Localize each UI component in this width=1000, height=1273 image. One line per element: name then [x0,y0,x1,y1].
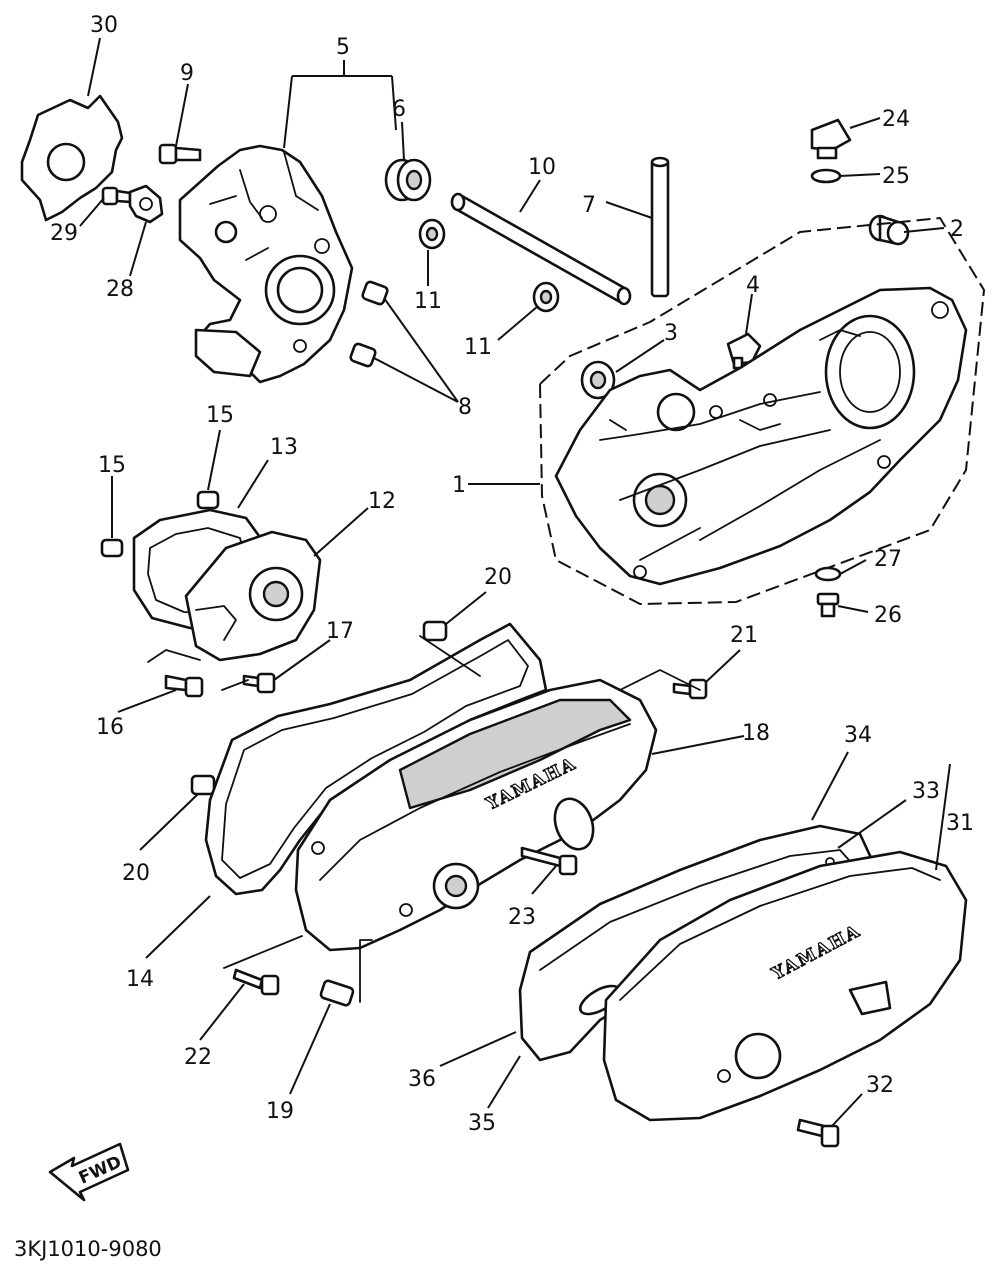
dowel-part-2 [868,214,910,246]
dowel-part-19 [319,979,355,1007]
seal-part-11-lower [532,281,560,313]
callout-12: 12 [368,489,396,514]
callout-20-left: 20 [122,861,150,886]
callout-33: 33 [912,779,940,804]
bolt-part-22 [232,968,280,996]
clamp-part-28 [128,184,164,224]
callout-7: 7 [582,193,596,218]
callout-23: 23 [508,905,536,930]
dowel-part-15-upper [196,490,220,510]
callout-32: 32 [866,1073,894,1098]
callout-28: 28 [106,277,134,302]
callout-17: 17 [326,619,354,644]
crankcase-right-part-1 [539,217,985,605]
callout-14: 14 [126,967,154,992]
callout-2: 2 [950,217,964,242]
bolt-part-32 [796,1118,840,1148]
dowel-part-20-left [190,774,216,796]
callout-19: 19 [266,1099,294,1124]
callout-36: 36 [408,1067,436,1092]
leader-lines [79,37,951,1127]
bolt-part-23 [520,846,578,876]
dowel-part-15-left [100,538,124,558]
dowel-part-20-upper [422,620,448,642]
callout-34: 34 [844,723,872,748]
cover-part-12 [184,530,322,662]
callout-5: 5 [336,35,350,60]
dowel-pin-part-8 [349,280,389,368]
part-code: 3KJ1010-9080 [14,1237,162,1261]
callout-22: 22 [184,1045,212,1070]
fitting-part-4 [726,332,762,370]
callout-31: 31 [946,811,974,836]
callout-20-upper: 20 [484,565,512,590]
forward-direction-arrow: FWD [48,1142,130,1202]
tube-part-7 [650,156,670,298]
clutch-cover-part-18: YAMAHA [294,678,658,952]
callout-1: 1 [452,473,466,498]
callout-18: 18 [742,721,770,746]
seal-part-3 [580,360,616,400]
callout-13: 13 [270,435,298,460]
callout-30: 30 [90,13,118,38]
shaft-part-10 [450,192,632,306]
callout-10: 10 [528,155,556,180]
callout-11-upper: 11 [414,289,442,314]
callout-35: 35 [468,1111,496,1136]
callout-27: 27 [874,547,902,572]
bolt-part-29 [101,186,132,206]
callout-25: 25 [882,164,910,189]
crankcase-left-part-5 [178,144,354,384]
bearing-part-6 [384,158,432,202]
o-ring-part-25 [810,168,842,184]
callout-labels: 30 5 9 6 24 25 10 7 29 28 11 11 2 4 3 8 … [50,13,974,1136]
callout-15-upper: 15 [206,403,234,428]
washer-part-27 [814,566,842,582]
bolt-part-16 [164,674,204,698]
bolt-part-17 [242,672,276,694]
callout-24: 24 [882,107,910,132]
oil-plug-part-24 [810,118,852,160]
callout-16: 16 [96,715,124,740]
callout-11-lower: 11 [464,335,492,360]
callout-26: 26 [874,603,902,628]
drain-plug-part-26 [816,592,840,618]
callout-8: 8 [458,395,472,420]
callout-29: 29 [50,221,78,246]
plate-part-30 [20,94,124,222]
bolt-part-9 [158,143,202,165]
callout-21: 21 [730,623,758,648]
bolt-part-21 [672,678,708,700]
callout-15-left: 15 [98,453,126,478]
outer-cover-part-31: YAMAHA [602,850,968,1122]
callout-6: 6 [392,97,406,122]
callout-9: 9 [180,61,194,86]
callout-4: 4 [746,273,760,298]
callout-3: 3 [664,321,678,346]
seal-part-11-upper [418,218,446,250]
